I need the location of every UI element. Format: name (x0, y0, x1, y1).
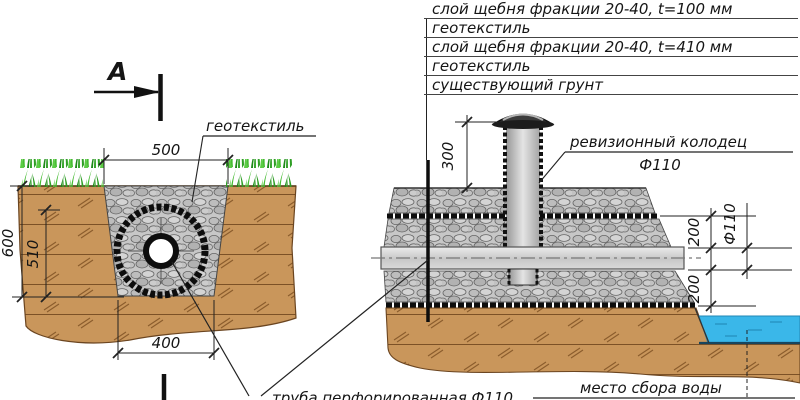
dim-depths (10, 180, 124, 303)
pipe-label-leaders (171, 259, 429, 397)
geotextile-wrap-ring (113, 203, 209, 299)
dim-200-upper-value: 200 (685, 218, 703, 247)
layer-label-5: существующий грунт (432, 76, 604, 94)
dim-pipe-diameter-value: Ф110 (721, 203, 739, 245)
pipe-label: труба перфорированная Ф110 (272, 389, 513, 400)
soil-bank-slope (694, 307, 710, 344)
dim-200-lower-value: 200 (685, 275, 703, 304)
well-label-line1: ревизионный колодец (569, 133, 747, 151)
layer-label-4: геотекстиль (432, 57, 530, 75)
dim-500-value: 500 (152, 141, 181, 159)
section-marker-top: А (94, 57, 163, 121)
well-stub-below-pipe (507, 268, 539, 286)
gravel-layer-bottom (383, 270, 695, 303)
dim-300-value: 300 (439, 142, 457, 171)
water-label: место сбора воды (580, 379, 722, 397)
profile-soil (385, 307, 800, 384)
layer-label-3: слой щебня фракции 20-40, t=410 мм (432, 38, 732, 56)
dim-600-value: 600 (0, 229, 17, 258)
section-marker-letter: А (106, 57, 127, 86)
dim-width-top (98, 148, 234, 184)
layer-label-1: слой щебня фракции 20-40, t=100 мм (432, 0, 732, 18)
dim-width-bottom (112, 300, 220, 360)
layer-list: слой щебня фракции 20-40, t=100 мм геоте… (424, 0, 798, 95)
cross-section-view: 500 600 510 400 А геотекстиль (0, 57, 316, 400)
layer-label-2: геотекстиль (432, 19, 530, 37)
dim-right-extensions (660, 203, 792, 313)
perforated-pipe-section (143, 233, 179, 269)
geotextile-leader (191, 135, 204, 203)
grass-right (226, 159, 292, 187)
well-label-leader (538, 151, 566, 184)
revision-well (491, 113, 555, 269)
dim-well-height (455, 115, 498, 194)
water-ripples (715, 321, 782, 337)
geotextile-label: геотекстиль (206, 117, 304, 135)
grass-left (20, 159, 104, 187)
well-cap-flange (492, 120, 554, 129)
profile-view: 300 200 200 Ф110 ревизионный колодец Ф11… (371, 18, 800, 399)
dim-400-value: 400 (152, 334, 181, 352)
well-label-line2: Ф110 (639, 156, 681, 174)
dim-510-value: 510 (24, 240, 42, 269)
